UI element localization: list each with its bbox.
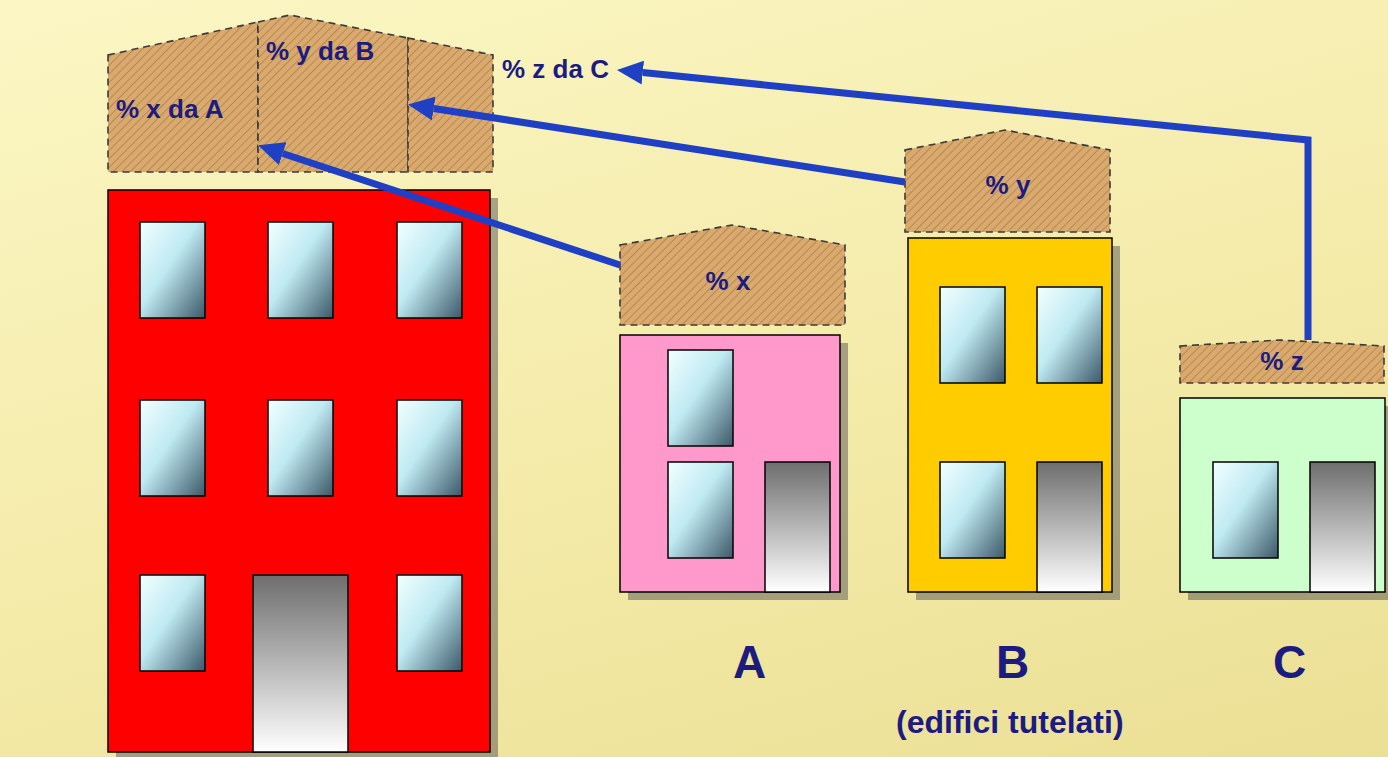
building-shadow — [116, 198, 498, 757]
window — [940, 462, 1005, 558]
building-wall — [620, 335, 840, 592]
door — [1310, 462, 1375, 592]
transferred-volume-share: % y da B — [258, 15, 408, 172]
building-letter: B — [996, 636, 1029, 689]
hatched-volume — [620, 225, 845, 325]
window — [668, 462, 733, 558]
building-wall — [108, 190, 490, 752]
door — [765, 462, 830, 592]
window — [268, 222, 333, 318]
volume-label: % z da C — [502, 55, 609, 85]
label-holder: C — [1273, 636, 1306, 689]
building-shadow — [1188, 406, 1388, 600]
label-holder: (edifici tutelati) — [896, 704, 1124, 741]
window — [397, 222, 462, 318]
transfer-arrow — [434, 109, 905, 183]
extra-volume: % y — [905, 130, 1110, 232]
building-wall — [1180, 398, 1385, 592]
door — [1037, 462, 1102, 592]
building-letter: C — [1273, 636, 1306, 689]
volume-outline — [408, 15, 493, 172]
window — [668, 350, 733, 446]
group-caption: (edifici tutelati) — [896, 704, 1124, 741]
hatched-volume — [905, 130, 1110, 232]
building-b — [908, 238, 1120, 600]
transferred-volume-share: % x da A — [108, 15, 258, 172]
building-shadow — [916, 246, 1120, 600]
building-letter: A — [733, 636, 766, 689]
label-holder: B — [996, 636, 1029, 689]
window — [268, 400, 333, 496]
transfer-arrow — [283, 154, 620, 266]
hatched-volume — [108, 22, 258, 172]
volume-label: % y da B — [266, 37, 374, 67]
building-c — [1180, 398, 1388, 600]
building-wall — [908, 238, 1112, 592]
volume-outline — [108, 15, 258, 172]
window — [940, 287, 1005, 383]
window — [140, 400, 205, 496]
volume-label: % x — [706, 267, 751, 297]
building-shadow — [628, 343, 848, 600]
tall-building — [108, 190, 498, 757]
volume-label: % x da A — [116, 95, 223, 125]
hatched-volume — [408, 38, 493, 172]
window — [397, 575, 462, 671]
window — [140, 222, 205, 318]
label-holder: A — [733, 636, 766, 689]
window — [140, 575, 205, 671]
window — [1213, 462, 1278, 558]
volume-label: % z — [1260, 347, 1303, 377]
hatched-volume — [258, 15, 408, 172]
building-a — [620, 335, 848, 600]
transferred-volume-share: % z da C — [408, 15, 617, 172]
hatched-volume — [1180, 340, 1384, 383]
volume-label: % y — [986, 171, 1031, 201]
door — [253, 575, 348, 752]
transfer-arrow — [643, 73, 1308, 340]
window — [1037, 287, 1102, 383]
extra-volume: % x — [620, 225, 845, 325]
extra-volume: % z — [1180, 340, 1384, 383]
window — [397, 400, 462, 496]
